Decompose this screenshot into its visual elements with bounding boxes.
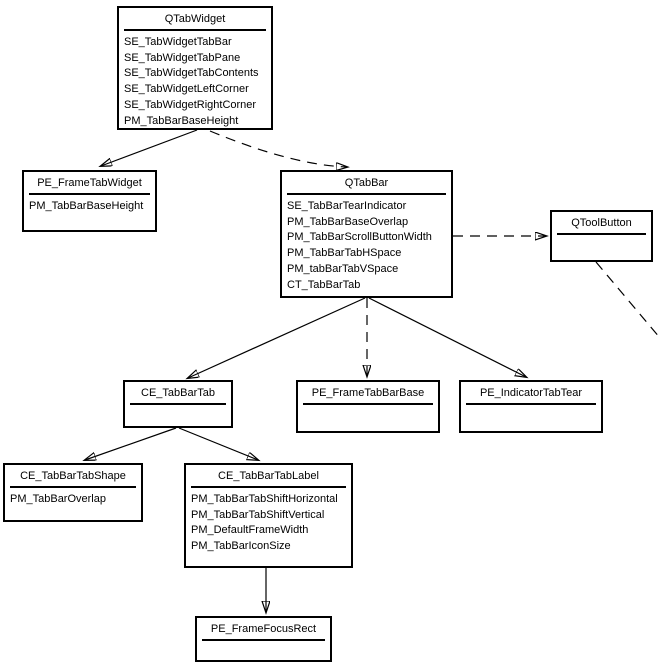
node-title: QTabWidget <box>164 13 226 25</box>
member-label: SE_TabWidgetRightCorner <box>124 98 257 111</box>
title-separator <box>466 403 596 405</box>
node-title: QToolButton <box>571 217 632 229</box>
member-label: PM_TabBarBaseHeight <box>29 200 144 212</box>
node-title: CE_TabBarTabLabel <box>218 470 319 482</box>
member-label: SE_TabBarTearIndicator <box>287 200 407 212</box>
node-ce-tabbartabshape: CE_TabBarTabShape PM_TabBarOverlap <box>3 463 143 522</box>
title-separator <box>29 193 150 195</box>
edge-qtabwidget-to-qtabbar <box>209 130 347 167</box>
member-label: PM_TabBarScrollButtonWidth <box>287 231 432 244</box>
title-separator <box>557 233 646 235</box>
title-separator <box>287 193 446 195</box>
node-pe-indicatortabtear: PE_IndicatorTabTear <box>459 380 603 433</box>
title-separator <box>124 29 266 31</box>
node-qtabbar: QTabBar SE_TabBarTearIndicator PM_TabBar… <box>280 170 453 298</box>
edge-qtabbar-to-pe-indicatortabtear <box>368 297 526 377</box>
member-label: PM_tabBarTabVSpace <box>287 262 399 275</box>
edge-qtabwidget-to-pe-frametabwidget <box>101 129 198 166</box>
member-label: SE_TabWidgetTabBar <box>124 36 232 48</box>
node-ce-tabbartablabel: CE_TabBarTabLabel PM_TabBarTabShiftHoriz… <box>184 463 353 568</box>
node-title: PE_FrameTabBarBase <box>311 387 425 399</box>
edge-ce-tabbartab-to-ce-tabbartabshape <box>85 427 177 460</box>
title-separator <box>202 639 325 641</box>
edge-ce-tabbartab-to-ce-tabbartablabel <box>178 427 258 460</box>
node-title: PE_FrameFocusRect <box>210 623 317 635</box>
node-title: QTabBar <box>344 177 389 189</box>
node-title: PE_FrameTabWidget <box>37 177 142 189</box>
node-pe-frametabbarbase: PE_FrameTabBarBase <box>296 380 440 433</box>
title-separator <box>10 486 136 488</box>
node-pe-framefocusrect: PE_FrameFocusRect <box>195 616 332 662</box>
edge-qtabbar-to-ce-tabbartab <box>188 297 366 378</box>
member-label: PM_TabBarBaseOverlap <box>287 215 409 228</box>
member-label: SE_TabWidgetTabContents <box>124 67 259 80</box>
member-label: SE_TabWidgetTabPane <box>124 51 241 64</box>
member-label: PM_TabBarIconSize <box>191 540 291 553</box>
member-label: CT_TabBarTab <box>287 278 361 291</box>
title-separator <box>191 486 346 488</box>
member-label: PM_TabBarTabHSpace <box>287 247 402 260</box>
node-ce-tabbartab: CE_TabBarTab <box>123 380 233 428</box>
node-qtoolbutton: QToolButton <box>550 210 653 262</box>
node-title: CE_TabBarTab <box>141 387 215 399</box>
title-separator <box>303 403 433 405</box>
node-title: PE_IndicatorTabTear <box>479 387 583 399</box>
member-label: PM_TabBarOverlap <box>10 493 106 505</box>
member-label: PM_TabBarTabShiftHorizontal <box>191 493 338 505</box>
member-label: SE_TabWidgetLeftCorner <box>124 83 249 96</box>
node-qtabwidget: QTabWidget SE_TabWidgetTabBar SE_TabWidg… <box>117 6 273 130</box>
title-separator <box>130 403 226 405</box>
member-label: PM_DefaultFrameWidth <box>191 524 309 537</box>
member-label: PM_TabBarBaseHeight <box>124 114 239 127</box>
node-title: CE_TabBarTabShape <box>20 470 126 482</box>
member-label: PM_TabBarTabShiftVertical <box>191 508 325 521</box>
edge-qtoolbutton-to-offscreen <box>595 261 661 339</box>
node-pe-frametabwidget: PE_FrameTabWidget PM_TabBarBaseHeight <box>22 170 157 232</box>
